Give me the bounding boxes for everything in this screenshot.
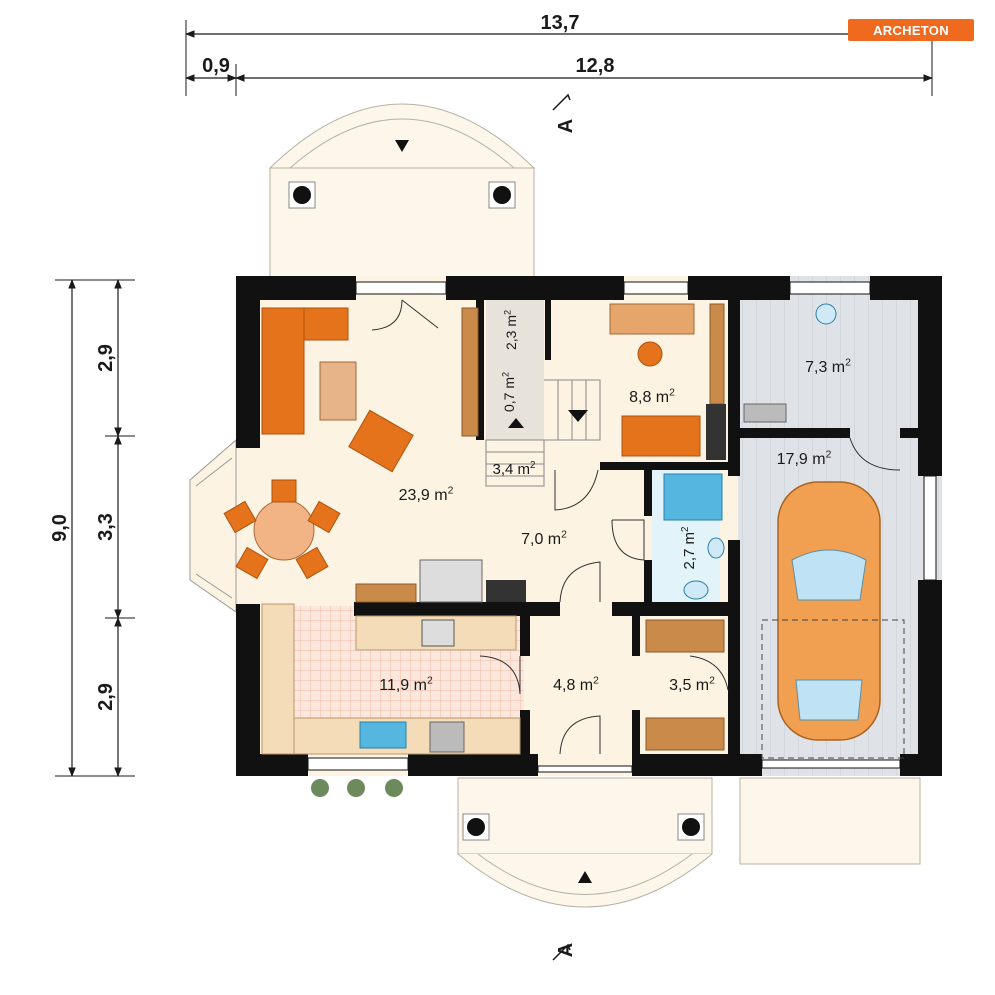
room-area-storage-mid: 2,3 m2 (502, 310, 519, 350)
room-area-unit-exponent: 2 (530, 460, 535, 471)
room-area-unit-exponent: 2 (826, 450, 832, 461)
stairs (485, 300, 601, 487)
car (761, 481, 905, 759)
top-terrace (268, 103, 536, 281)
room-area-unit-exponent: 2 (448, 486, 454, 497)
room-area-unit-exponent: 2 (561, 530, 567, 541)
logo-text: ARCHETON (873, 22, 949, 38)
room-area-value: 4,8 m (553, 677, 593, 694)
walls (236, 276, 942, 776)
room-area-closet: 3,5 m2 (669, 676, 715, 694)
room-area-value: 17,9 m (777, 451, 826, 468)
dimension-left (55, 279, 135, 777)
room-area-hall: 7,0 m2 (521, 530, 567, 548)
windows (307, 281, 937, 773)
room-area-study: 8,8 m2 (629, 388, 675, 406)
room-area-vestibule: 4,8 m2 (553, 676, 599, 694)
kitchen-furniture (261, 559, 526, 755)
boiler-room-fixtures (743, 303, 837, 423)
room-area-living: 23,9 m2 (399, 486, 454, 504)
closet-shelves (645, 619, 725, 751)
room-area-value: 3,4 m (493, 461, 531, 478)
plants (311, 779, 403, 797)
room-area-value: 7,0 m (521, 531, 561, 548)
archeton-logo: ARCHETON (848, 19, 974, 41)
dimension-depth-bottom: 2,9 (95, 683, 117, 711)
svg-text:A: A (555, 119, 577, 133)
room-area-unit-exponent: 2 (502, 310, 512, 315)
room-area-storage-small: 0,7 m2 (500, 372, 517, 412)
room-area-boiler: 7,3 m2 (805, 358, 851, 376)
dimension-main-width: 12,8 (576, 55, 615, 77)
room-area-garage: 17,9 m2 (777, 450, 832, 468)
room-area-kitchen: 11,9 m2 (379, 676, 433, 694)
dimension-left-offset: 0,9 (202, 55, 230, 77)
living-furniture (223, 307, 479, 580)
room-area-bathroom: 2,7 m2 (680, 527, 698, 570)
section-marker-bottom: A (552, 943, 577, 961)
dimension-depth-mid: 3,3 (95, 513, 117, 541)
garage-apron (739, 777, 921, 865)
dimension-overall-width: 13,7 (541, 12, 580, 34)
bathroom-fixtures (663, 473, 725, 600)
room-area-value: 0,7 m (501, 377, 517, 412)
bottom-porch (457, 777, 713, 908)
room-area-unit-exponent: 2 (680, 527, 691, 532)
room-area-value: 7,3 m (805, 359, 845, 376)
doors (371, 299, 901, 755)
room-area-value: 23,9 m (399, 487, 448, 504)
study-furniture (609, 303, 726, 460)
room-area-value: 2,3 m (503, 315, 519, 350)
room-area-unit-exponent: 2 (709, 676, 715, 687)
room-area-value: 3,5 m (669, 677, 709, 694)
svg-text:A: A (555, 943, 577, 957)
dimension-depth-top: 2,9 (95, 344, 117, 372)
dimension-total-depth: 9,0 (49, 514, 71, 542)
room-area-unit-exponent: 2 (669, 388, 675, 399)
room-area-value: 11,9 m (379, 677, 427, 694)
room-area-unit-exponent: 2 (500, 372, 510, 377)
room-area-unit-exponent: 2 (427, 676, 433, 687)
section-marker-top: A (552, 93, 577, 133)
room-area-unit-exponent: 2 (845, 358, 851, 369)
room-area-stairs: 3,4 m2 (493, 460, 536, 478)
room-area-unit-exponent: 2 (593, 676, 599, 687)
room-area-value: 8,8 m (629, 389, 669, 406)
room-area-value: 2,7 m (681, 532, 698, 570)
